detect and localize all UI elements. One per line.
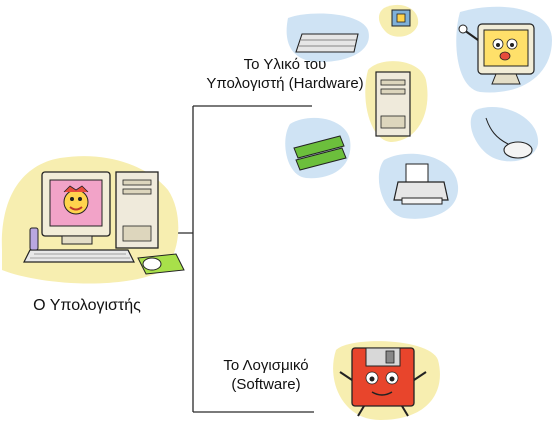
software-label-line2: (Software): [231, 376, 301, 393]
hardware-label-line1: Το Υλικό του: [243, 56, 327, 73]
hardware-label-line2: Υπολογιστή (Hardware): [206, 75, 364, 92]
software-label-line1: Το Λογισμικό: [223, 357, 309, 374]
software-label: Το Λογισμικό (Software): [196, 356, 336, 394]
hardware-label: Το Υλικό του Υπολογιστή (Hardware): [200, 55, 370, 93]
root-label: Ο Υπολογιστής: [33, 297, 141, 314]
